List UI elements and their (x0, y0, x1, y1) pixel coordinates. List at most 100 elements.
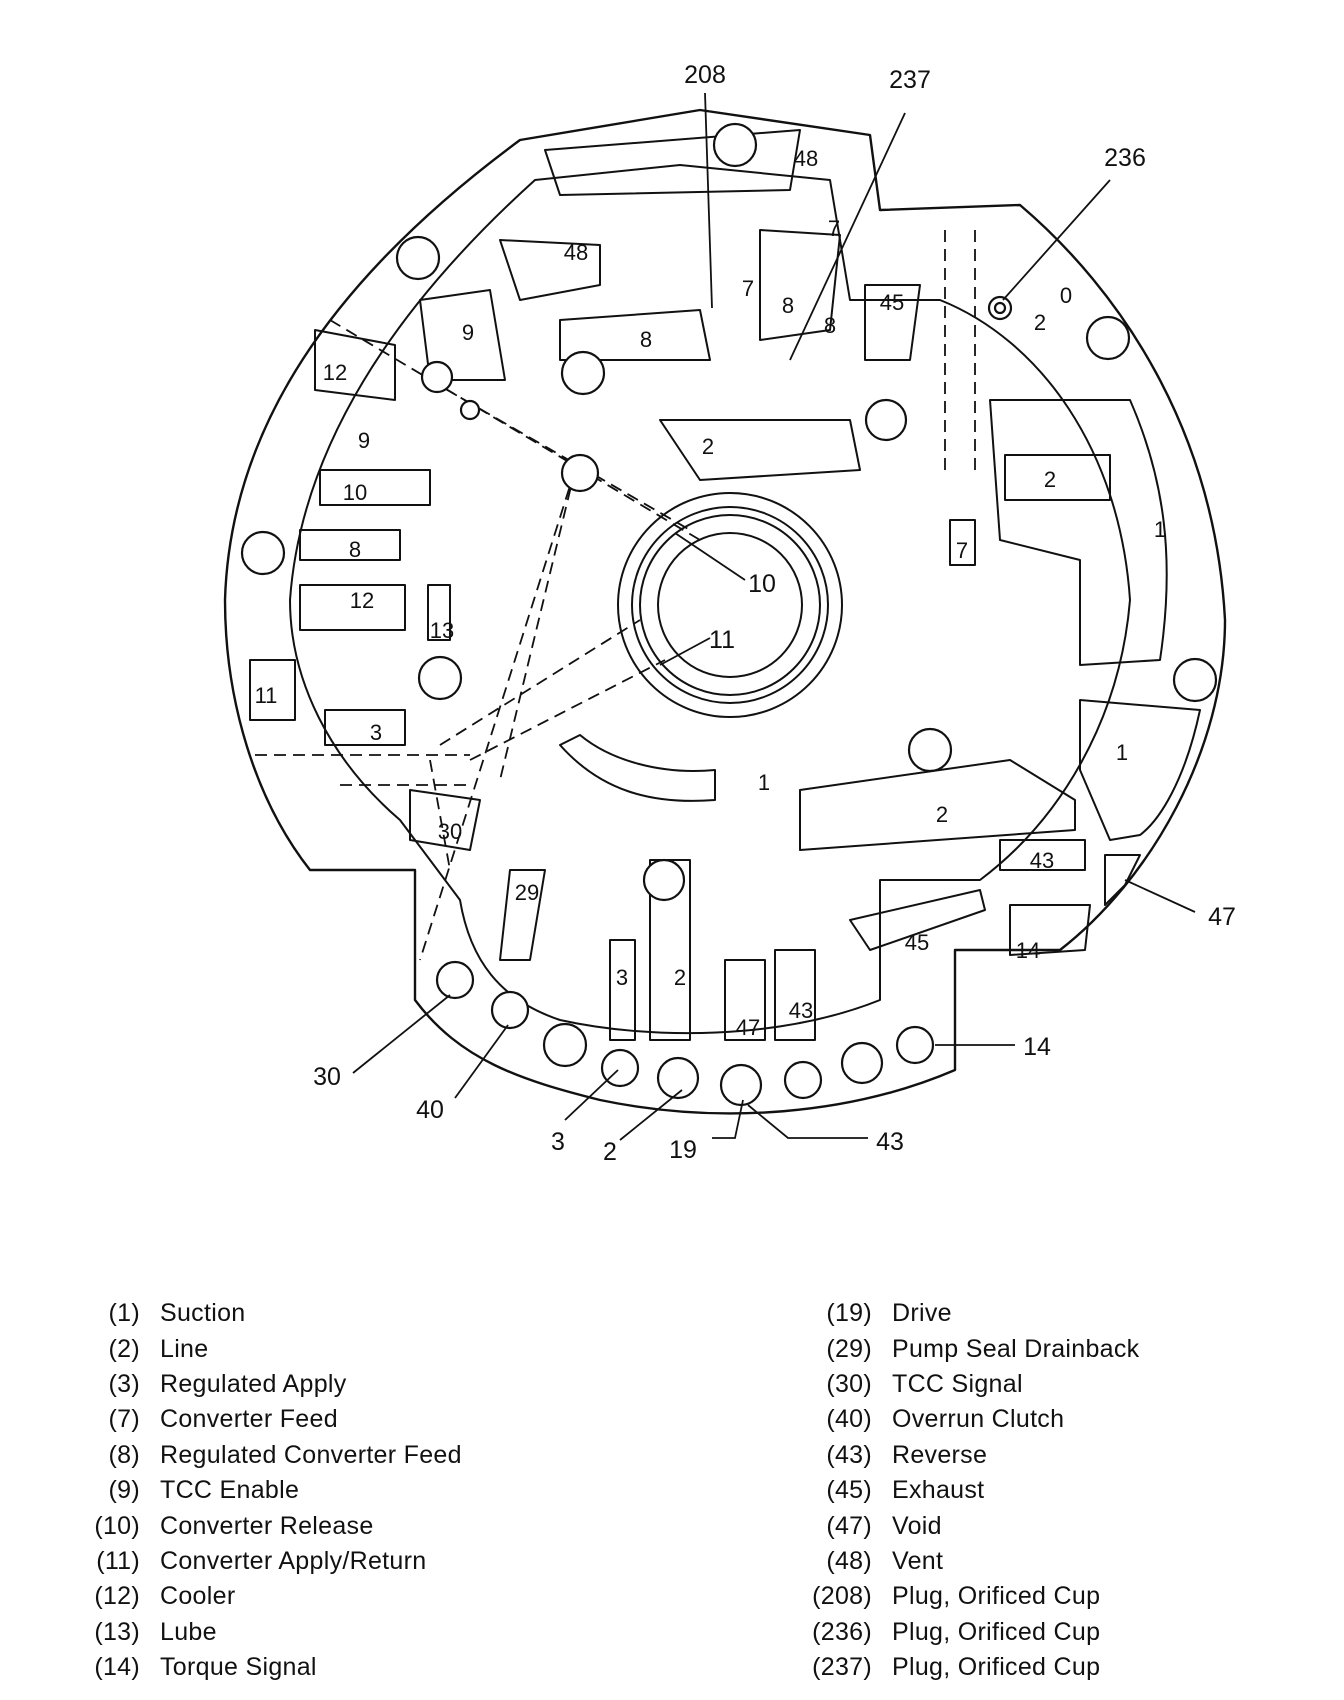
region-label: 48 (564, 240, 588, 265)
passage-converter-feed (759, 229, 841, 341)
legend-item: (11)Converter Apply/Return (66, 1544, 462, 1579)
legend-number: (236) (812, 1617, 872, 1646)
legend-item: (45)Exhaust (800, 1473, 1140, 1508)
region-label: 11 (255, 683, 278, 708)
center-bore-ring (631, 506, 829, 704)
legend-item: (208)Plug, Orificed Cup (800, 1579, 1140, 1614)
leader-11 (659, 637, 711, 666)
legend-item: (43)Reverse (800, 1438, 1140, 1473)
orificed-cup-plug-236-inner (993, 301, 1007, 315)
leader-30 (352, 994, 451, 1074)
region-label: 7 (828, 216, 840, 241)
legend-left: (1)Suction (2)Line (3)Regulated Apply (7… (66, 1296, 462, 1685)
region-label: 47 (736, 1015, 760, 1040)
legend-label: Converter Release (160, 1511, 374, 1540)
passage-line-vertical (649, 859, 691, 1041)
legend-number: (14) (94, 1653, 140, 1682)
region-label: 14 (1016, 938, 1040, 963)
passage-converter-feed-right (949, 519, 976, 566)
center-bore-ring-inner (639, 514, 821, 696)
passage-reverse (999, 839, 1086, 871)
bolt-hole (420, 360, 454, 394)
legend-number: (208) (812, 1582, 872, 1611)
region-label: 10 (343, 480, 367, 505)
bolt-hole (864, 398, 908, 442)
passage-lube (427, 584, 451, 641)
center-bore (657, 532, 803, 678)
bolt-hole (417, 655, 463, 701)
bolt-hole (560, 350, 606, 396)
passage-exhaust-upper (864, 284, 921, 361)
passage-converter-apply (249, 659, 296, 721)
callout-208: 208 (684, 61, 726, 89)
region-label: 8 (349, 537, 361, 562)
legend-number: (48) (826, 1546, 872, 1575)
legend-item: (1)Suction (66, 1296, 462, 1331)
leader-47 (1124, 879, 1196, 913)
region-label: 1 (758, 770, 770, 795)
region-label: 7 (956, 538, 968, 563)
passage-reg-converter-feed (559, 309, 711, 361)
legend-item: (30)TCC Signal (800, 1367, 1140, 1402)
passage-vent-left (499, 239, 601, 301)
legend-number: (11) (96, 1546, 140, 1575)
legend-item: (10)Converter Release (66, 1508, 462, 1543)
legend-item: (29)Pump Seal Drainback (800, 1331, 1140, 1366)
legend-label: Cooler (160, 1582, 236, 1611)
region-label: 7 (742, 276, 754, 301)
region-label: 9 (358, 428, 370, 453)
bolt-hole (490, 990, 530, 1030)
legend-item: (8)Regulated Converter Feed (66, 1438, 462, 1473)
bolt-hole (459, 399, 481, 421)
leader-237 (789, 112, 906, 361)
passage-line (659, 419, 861, 481)
callout-3: 3 (551, 1128, 565, 1156)
dashed-passage (429, 759, 451, 871)
bolt-hole (719, 1063, 763, 1107)
bolt-hole (840, 1041, 884, 1085)
dashed-passage (469, 659, 666, 761)
legend-number: (12) (94, 1582, 140, 1611)
passage-regulated-apply-vertical (609, 939, 636, 1041)
passage-pump-seal (499, 869, 546, 961)
leader-19 (712, 1099, 744, 1139)
callout-30: 30 (313, 1063, 341, 1091)
legend-item: (12) Cooler (66, 1579, 462, 1614)
legend-label: TCC Enable (160, 1476, 300, 1505)
callout-19: 19 (669, 1136, 697, 1164)
bolt-hole (1085, 315, 1131, 361)
bolt-hole (560, 453, 600, 493)
legend-number: (8) (108, 1440, 140, 1469)
bolt-hole (783, 1060, 823, 1100)
legend-label: Regulated Apply (160, 1369, 347, 1398)
legend-label: TCC Signal (892, 1369, 1023, 1398)
legend-item: (13)Lube (66, 1615, 462, 1650)
bolt-hole (395, 235, 441, 281)
legend-right: (19)Drive (29)Pump Seal Drainback (30)TC… (800, 1296, 1140, 1685)
region-label: 1 (1116, 740, 1128, 765)
region-label: 12 (323, 360, 347, 385)
callout-10: 10 (748, 570, 776, 598)
region-label: 43 (789, 998, 813, 1023)
callout-236: 236 (1104, 144, 1146, 172)
legend-label: Plug, Orificed Cup (892, 1617, 1101, 1646)
legend-item: (7)Converter Feed (66, 1402, 462, 1437)
legend-label: Void (892, 1511, 942, 1540)
passage-cooler-lower (299, 584, 406, 631)
region-label: 43 (1030, 848, 1054, 873)
passage-suction-arc (559, 734, 716, 802)
region-label: 8 (782, 293, 794, 318)
callout-47: 47 (1208, 903, 1236, 931)
legend-number: (9) (108, 1476, 140, 1505)
inner-cavity-outline (289, 164, 1131, 1035)
legend-number: (45) (826, 1476, 872, 1505)
legend-number: (7) (108, 1405, 140, 1434)
leader-2 (619, 1089, 683, 1141)
legend-label: Overrun Clutch (892, 1405, 1065, 1434)
callout-11: 11 (709, 626, 735, 654)
region-label: 8 (824, 313, 836, 338)
legend-number: (29) (826, 1334, 872, 1363)
pump-body-diagram: 208 237 236 10 11 47 14 43 19 2 3 40 30 … (223, 61, 1236, 1166)
callout-237: 237 (889, 66, 931, 94)
legend-label: Drive (892, 1299, 952, 1328)
